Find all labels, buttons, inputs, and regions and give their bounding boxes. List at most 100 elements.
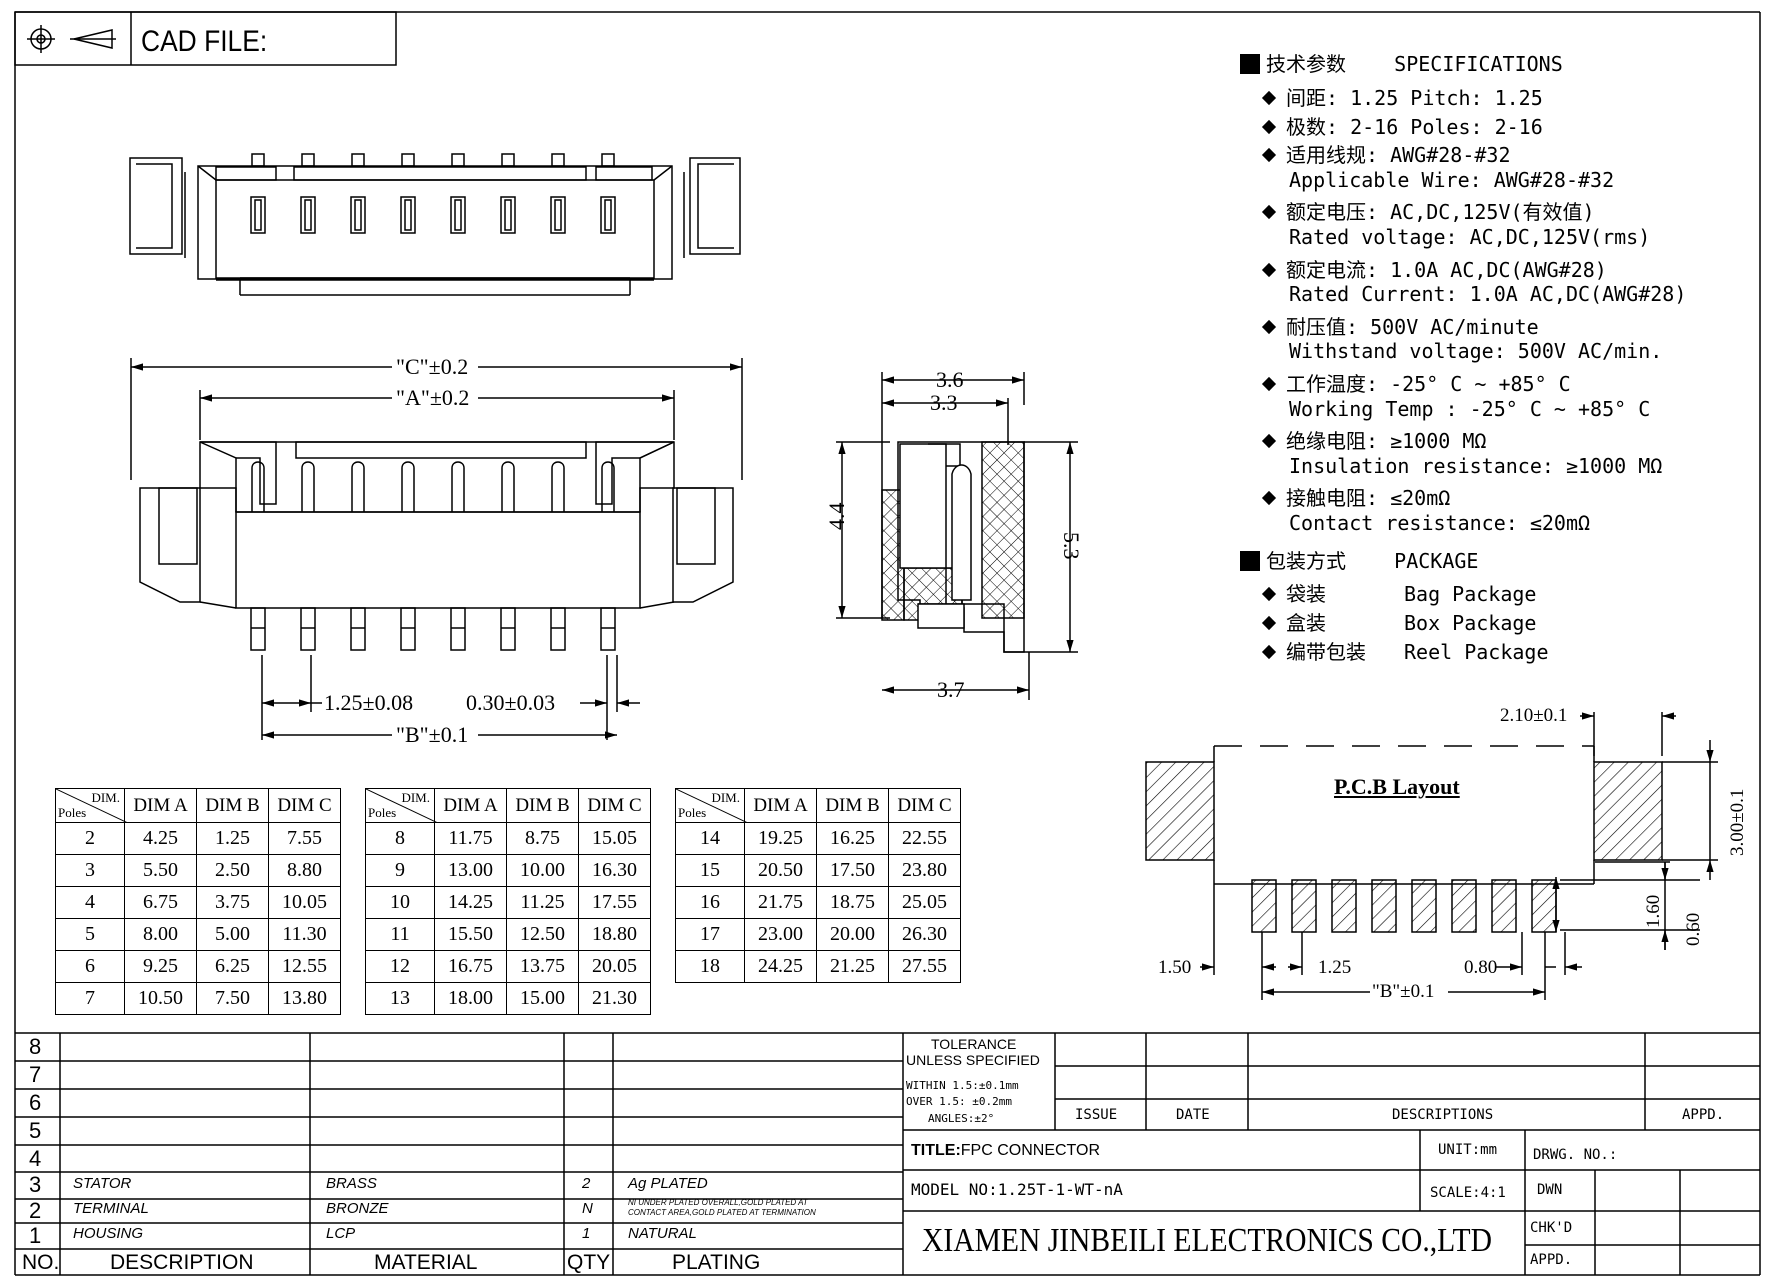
- table-column-header: DIM C: [578, 788, 651, 823]
- front-pin-contact: [301, 461, 315, 512]
- company-name: XIAMEN JINBEILI ELECTRONICS CO.,LTD: [922, 1222, 1492, 1259]
- diamond-bullet-icon: [1261, 262, 1277, 277]
- front-view-connector: [130, 358, 743, 740]
- bom-row-number: 6: [29, 1090, 42, 1115]
- bom-item-qty: 2: [582, 1175, 591, 1192]
- bom-head-plating: PLATING: [672, 1251, 761, 1274]
- table-column-header: DIM A: [744, 788, 817, 823]
- spec-line: 额定电流: 1.0A AC,DC(AWG#28): [1260, 254, 1607, 283]
- front-pin-contact: [501, 461, 515, 512]
- front-pin-leg: [500, 607, 516, 651]
- table-cell: 3.75: [196, 886, 269, 919]
- top-pin-slot: [600, 196, 616, 234]
- table-cell: 9: [365, 854, 435, 887]
- bom-row-number: 2: [29, 1198, 42, 1223]
- appd-header: APPD.: [1682, 1107, 1725, 1123]
- diamond-bullet-icon: [1261, 205, 1277, 220]
- table-cell: 12.55: [268, 950, 341, 983]
- spec-line: Insulation resistance: ≥1000 MΩ: [1289, 453, 1663, 478]
- table-corner-header: DIM.Poles: [675, 788, 748, 823]
- top-pin-slot: [350, 196, 366, 234]
- top-pin-contact: [404, 199, 412, 231]
- side-dim-3-7: 3.7: [937, 677, 965, 702]
- side-dim-3-6: 3.6: [936, 367, 964, 392]
- spec-line: 适用线规: AWG#28-#32: [1260, 139, 1511, 168]
- drawing-number-label: DRWG. NO.:: [1533, 1147, 1618, 1163]
- bom-row-number: 8: [29, 1034, 42, 1059]
- square-bullet-icon: [1240, 551, 1260, 571]
- sheet-border: [14, 11, 1761, 1276]
- table-cell: 10: [365, 886, 435, 919]
- spec-line: 工作温度: -25° C ~ +85° C: [1260, 368, 1571, 397]
- table-cell: 10.00: [506, 854, 579, 887]
- table-cell: 26.30: [888, 918, 961, 951]
- table-cell: 16.75: [434, 950, 507, 983]
- pcb-dim-0-80: 0.80: [1464, 957, 1498, 978]
- bom-item-qty: 1: [582, 1225, 591, 1242]
- table-cell: 18.75: [816, 886, 889, 919]
- pcb-dim-2-10: 2.10±0.1: [1500, 705, 1568, 726]
- table-cell: 6.25: [196, 950, 269, 983]
- pcb-dim-1-25: 1.25: [1318, 957, 1352, 978]
- pcb-pin-pad: [1491, 879, 1517, 933]
- issue-header: ISSUE: [1075, 1107, 1118, 1123]
- pcb-dim-0-60: 0.60: [1683, 912, 1704, 946]
- pcb-pin-pad: [1251, 879, 1277, 933]
- front-pin-leg: [300, 607, 316, 651]
- spec-line: 间距: 1.25 Pitch: 1.25: [1260, 82, 1543, 111]
- front-pin-contact: [451, 461, 465, 512]
- bom-row-number: 4: [29, 1146, 42, 1171]
- bom-item-description: HOUSING: [73, 1225, 144, 1242]
- pcb-dim-1-60: 1.60: [1643, 894, 1664, 928]
- table-cell: 15: [675, 854, 745, 887]
- title-block-grid: [903, 1033, 1760, 1275]
- diamond-bullet-icon: [1261, 644, 1277, 660]
- table-cell: 13.00: [434, 854, 507, 887]
- table-cell: 8: [365, 822, 435, 855]
- top-pin-tip: [451, 153, 465, 167]
- table-cell: 2.50: [196, 854, 269, 887]
- bom-grid: [15, 1032, 1760, 1275]
- pcb-pin-pad: [1411, 879, 1437, 933]
- date-header: DATE: [1176, 1107, 1210, 1123]
- table-cell: 8.75: [506, 822, 579, 855]
- dim-pitch-label: 1.25±0.08: [324, 690, 414, 715]
- package-heading: 包装方式 PACKAGE: [1240, 545, 1478, 574]
- table-cell: 13.80: [268, 982, 341, 1015]
- front-pin-contact: [601, 461, 615, 512]
- diamond-bullet-icon: [1261, 319, 1277, 334]
- front-pin-leg: [400, 607, 416, 651]
- bom-row-number: 3: [29, 1172, 42, 1197]
- spec-line: 额定电压: AC,DC,125V(有效值): [1260, 196, 1595, 225]
- specs-heading: 技术参数 SPECIFICATIONS: [1240, 48, 1563, 77]
- bom-head-qty: QTY: [567, 1251, 611, 1274]
- top-pin-slot: [250, 196, 266, 234]
- spec-line: Withstand voltage: 500V AC/min.: [1289, 339, 1663, 364]
- top-pin-tip: [251, 153, 265, 167]
- tolerance-over: OVER 1.5: ±0.2mm: [906, 1095, 1012, 1108]
- dim-c-label: "C"±0.2: [396, 354, 469, 379]
- table-cell: 1.25: [196, 822, 269, 855]
- top-pin-contact: [454, 199, 462, 231]
- table-cell: 5.00: [196, 918, 269, 951]
- table-cell: 14: [675, 822, 745, 855]
- table-cell: 15.00: [506, 982, 579, 1015]
- top-pin-contact: [304, 199, 312, 231]
- spec-line: 绝缘电阻: ≥1000 MΩ: [1260, 425, 1486, 454]
- table-cell: 18.80: [578, 918, 651, 951]
- table-cell: 21.25: [816, 950, 889, 983]
